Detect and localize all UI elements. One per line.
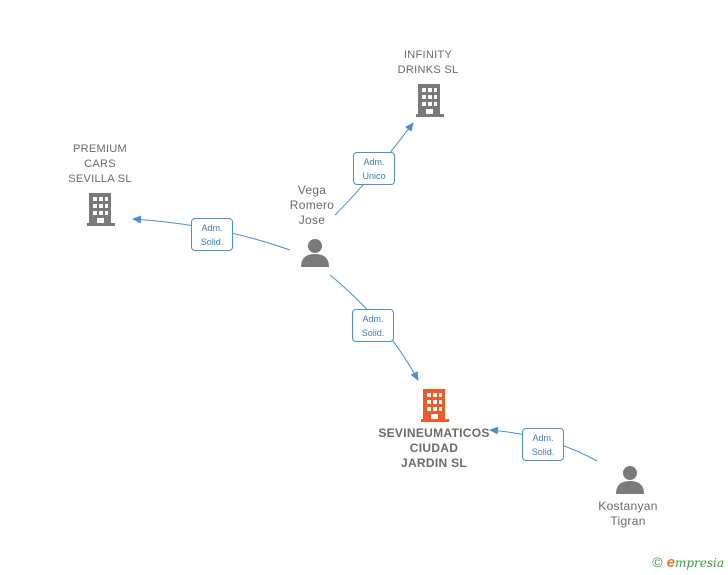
person-icon [616,466,644,494]
node-label-premium[interactable]: PREMIUM CARS SEVILLA SL [68,143,132,185]
building-icon [87,193,115,226]
brand-name: mpresia [674,556,724,570]
edge-label-adm-solid: Adm. Solid. [522,428,564,461]
node-label-infinity[interactable]: INFINITY DRINKS SL [397,49,459,76]
node-label-sevineumaticos[interactable]: SEVINEUMATICOS CIUDAD JARDIN SL [378,426,490,470]
edge-label-adm-solid: Adm. Solid. [352,309,394,342]
node-label-kostanyan[interactable]: Kostanyan Tigran [598,499,658,528]
node-label-vega[interactable]: Vega Romero Jose [289,183,335,227]
edge-label-adm-solid: Adm. Solid. [191,218,233,251]
copyright-icon: © [652,554,663,570]
building-main-icon [421,389,449,422]
empresia-logo[interactable]: ©empresia [652,554,724,571]
brand-initial: e [666,554,675,571]
building-icon [416,84,444,117]
person-icon [301,239,329,267]
edge-label-adm-unico: Adm. Unico [353,152,395,185]
